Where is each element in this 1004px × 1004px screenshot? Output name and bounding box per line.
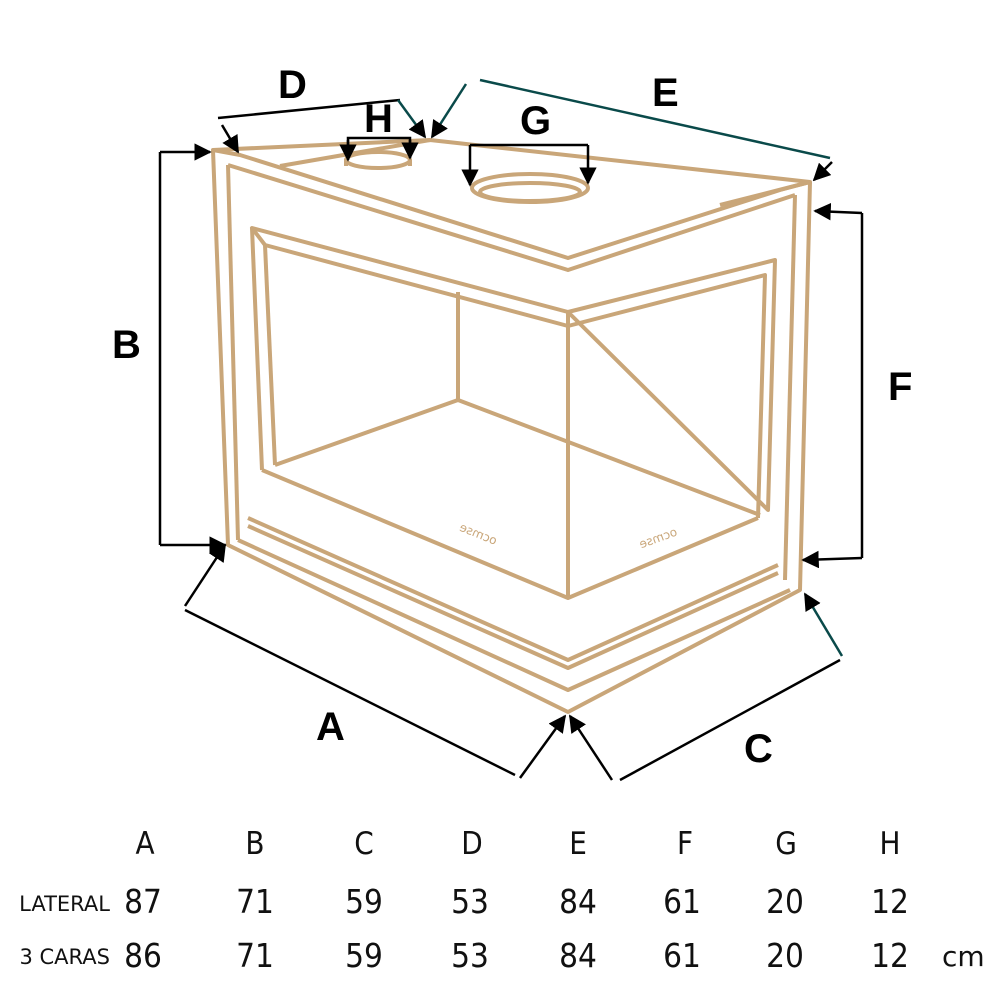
label-c: C bbox=[744, 727, 773, 771]
lateral-b: 71 bbox=[236, 882, 274, 921]
header-b: B bbox=[245, 826, 265, 862]
lateral-a: 87 bbox=[124, 882, 162, 921]
label-a: A bbox=[316, 705, 345, 749]
3caras-g: 20 bbox=[766, 936, 804, 975]
label-g: G bbox=[520, 99, 551, 143]
lateral-h: 12 bbox=[871, 882, 909, 921]
header-h: H bbox=[879, 826, 901, 862]
label-h: H bbox=[364, 97, 393, 141]
label-b: B bbox=[112, 323, 141, 367]
lateral-e: 84 bbox=[559, 882, 597, 921]
header-d: D bbox=[461, 826, 483, 862]
row-label-3-caras: 3 CARAS bbox=[19, 945, 110, 969]
lateral-c: 59 bbox=[345, 882, 383, 921]
header-e: E bbox=[569, 826, 587, 862]
dimension-lines bbox=[158, 78, 864, 782]
header-c: C bbox=[354, 826, 374, 862]
lateral-d: 53 bbox=[451, 882, 489, 921]
3caras-d: 53 bbox=[451, 936, 489, 975]
fireplace-body bbox=[211, 138, 812, 714]
label-f: F bbox=[888, 365, 912, 409]
dimension-labels: D H G E B F A C bbox=[112, 63, 912, 771]
row-label-lateral: LATERAL bbox=[19, 892, 110, 916]
3caras-f: 61 bbox=[663, 936, 701, 975]
header-a: A bbox=[135, 826, 155, 862]
lateral-g: 20 bbox=[766, 882, 804, 921]
label-e: E bbox=[652, 71, 679, 115]
label-d: D bbox=[278, 63, 307, 107]
3caras-e: 84 bbox=[559, 936, 597, 975]
3caras-c: 59 bbox=[345, 936, 383, 975]
3caras-a: 86 bbox=[124, 936, 162, 975]
header-g: G bbox=[775, 826, 797, 862]
header-f: F bbox=[676, 826, 694, 862]
unit-label: cm bbox=[942, 940, 985, 973]
lateral-f: 61 bbox=[663, 882, 701, 921]
3caras-h: 12 bbox=[871, 936, 909, 975]
3caras-b: 71 bbox=[236, 936, 274, 975]
